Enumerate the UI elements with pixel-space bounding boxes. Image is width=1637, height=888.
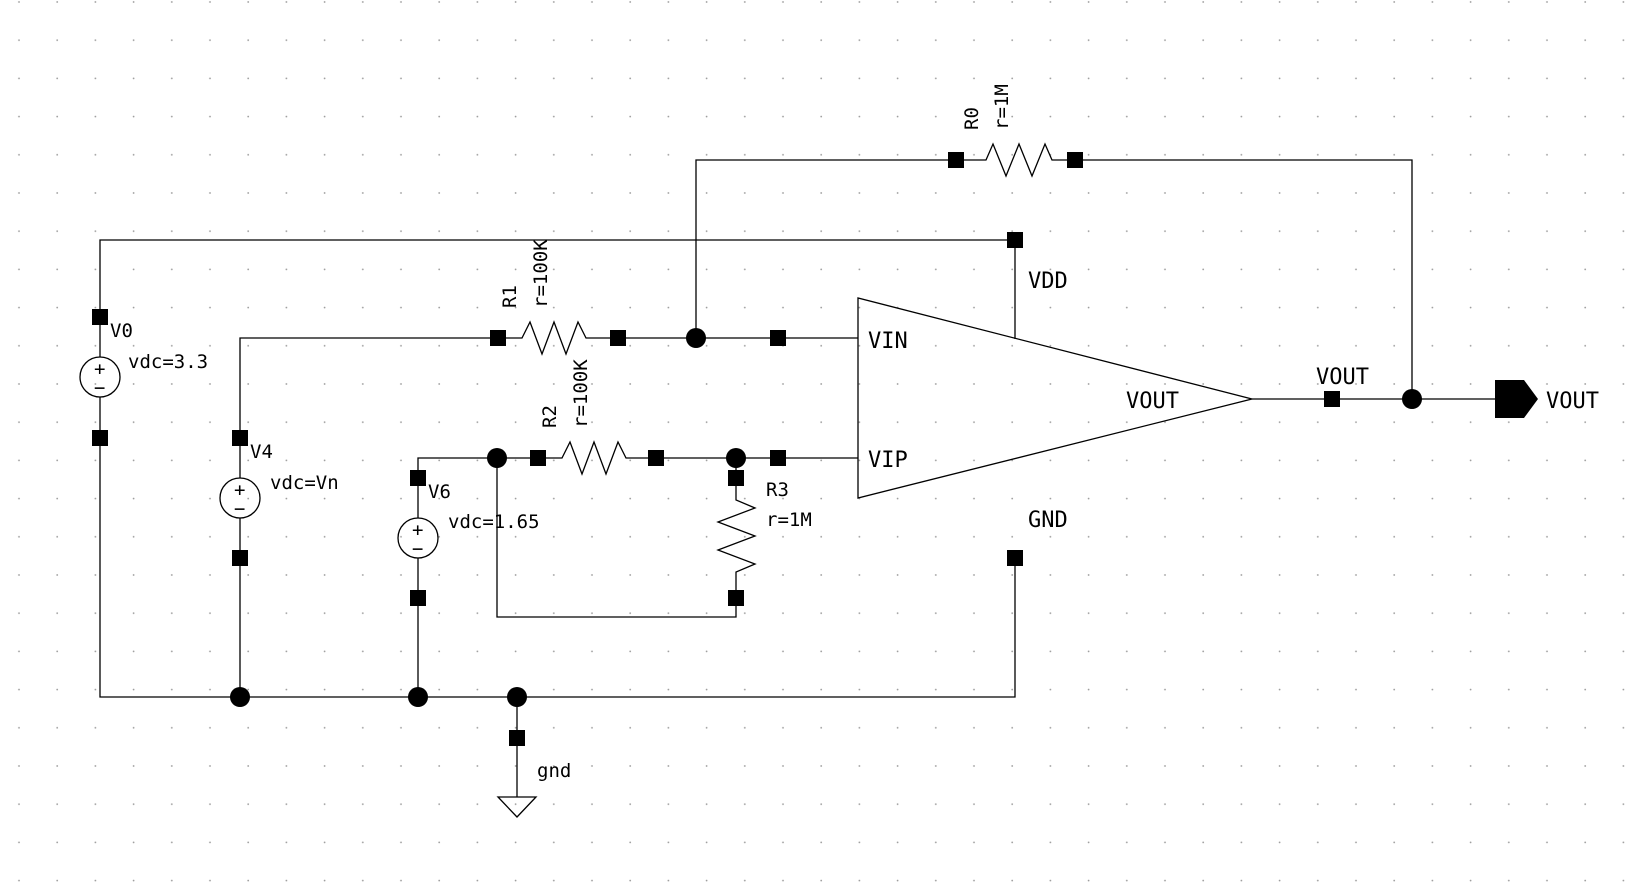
pin-v0-top bbox=[92, 309, 108, 325]
voltage-source-v6-plus: + bbox=[412, 519, 423, 541]
pin-vip bbox=[770, 450, 786, 466]
pin-v6-bottom bbox=[410, 590, 426, 606]
voltage-source-v0-minus: − bbox=[94, 377, 105, 399]
junction-dots bbox=[230, 328, 1422, 707]
opamp-symbol: VIN VIP VOUT VDD GND bbox=[857, 269, 1253, 533]
pin-gnd-symbol bbox=[509, 730, 525, 746]
resistor-r0-value: r=1M bbox=[991, 84, 1013, 130]
wire-vdd-rail bbox=[99, 239, 1016, 339]
pin-vdd bbox=[1007, 232, 1023, 248]
junction-r2-r3 bbox=[726, 448, 746, 468]
junction-v6-r2 bbox=[487, 448, 507, 468]
pin-v0-bottom bbox=[92, 430, 108, 446]
pin-r1-left bbox=[490, 330, 506, 346]
ground-symbol-triangle bbox=[496, 796, 538, 818]
junction-gnd-v6 bbox=[408, 687, 428, 707]
opamp-vout-label: VOUT bbox=[1126, 389, 1179, 414]
pin-r0-left bbox=[948, 152, 964, 168]
pin-r3-bottom bbox=[728, 590, 744, 606]
opamp-vdd-label: VDD bbox=[1028, 269, 1068, 294]
wire-v4-to-r1 bbox=[239, 337, 498, 438]
opamp-triangle bbox=[857, 297, 1253, 499]
junction-vin-feedback bbox=[686, 328, 706, 348]
pin-r2-left bbox=[530, 450, 546, 466]
voltage-source-v4-minus: − bbox=[234, 498, 245, 520]
junction-gnd-v4 bbox=[230, 687, 250, 707]
resistor-r2-name: R2 bbox=[539, 405, 561, 428]
pin-vout bbox=[1324, 391, 1340, 407]
ground-net-label: gnd bbox=[537, 760, 571, 782]
output-pin-label: VOUT bbox=[1546, 389, 1599, 414]
pin-r1-right bbox=[610, 330, 626, 346]
opamp-vin-label: VIN bbox=[868, 329, 908, 354]
voltage-source-v6-name: V6 bbox=[428, 481, 451, 503]
wire-gnd-rail bbox=[99, 438, 1016, 698]
ground-symbol[interactable]: gnd bbox=[496, 760, 571, 818]
resistor-r3-name: R3 bbox=[766, 479, 789, 501]
resistor-r1[interactable]: R1 r=100K bbox=[498, 239, 618, 356]
vout-net-label: VOUT bbox=[1316, 365, 1369, 390]
pin-r0-right bbox=[1067, 152, 1083, 168]
wire-feedback-left bbox=[695, 159, 956, 338]
opamp-vip-label: VIP bbox=[868, 448, 908, 473]
pin-v4-top bbox=[232, 430, 248, 446]
resistor-r1-zigzag bbox=[498, 320, 618, 356]
output-pin-arrow bbox=[1495, 380, 1538, 418]
voltage-source-v6-minus: − bbox=[412, 538, 423, 560]
voltage-source-v4-plus: + bbox=[234, 479, 245, 501]
voltage-source-v0-plus: + bbox=[94, 358, 105, 380]
resistor-r3[interactable]: R3 r=1M bbox=[716, 478, 812, 598]
resistor-r1-value: r=100K bbox=[530, 239, 552, 308]
wire-r3-loop bbox=[496, 458, 737, 618]
voltage-source-v0-value: vdc=3.3 bbox=[128, 351, 208, 373]
output-pin-vout[interactable]: VOUT bbox=[1495, 380, 1599, 418]
pin-r2-right bbox=[648, 450, 664, 466]
pin-v4-bottom bbox=[232, 550, 248, 566]
voltage-source-v4-value: vdc=Vn bbox=[270, 472, 339, 494]
resistor-r0[interactable]: R0 r=1M bbox=[956, 84, 1075, 178]
wire-feedback-right bbox=[1075, 159, 1413, 399]
voltage-source-v4[interactable]: + − V4 vdc=Vn bbox=[219, 438, 339, 558]
pin-r3-top bbox=[728, 470, 744, 486]
resistor-r2[interactable]: R2 r=100K bbox=[538, 359, 656, 476]
pin-gnd bbox=[1007, 550, 1023, 566]
resistor-r2-zigzag bbox=[538, 440, 656, 476]
resistor-r1-name: R1 bbox=[499, 285, 521, 308]
voltage-source-v6-value: vdc=1.65 bbox=[448, 511, 540, 533]
voltage-source-v4-name: V4 bbox=[250, 441, 273, 463]
pin-vin bbox=[770, 330, 786, 346]
pin-v6-top bbox=[410, 470, 426, 486]
resistor-r0-zigzag bbox=[956, 142, 1075, 178]
resistor-r0-name: R0 bbox=[961, 107, 983, 130]
junction-output-feedback bbox=[1402, 389, 1422, 409]
pin-squares bbox=[92, 152, 1340, 746]
junction-gnd-symbol bbox=[507, 687, 527, 707]
resistor-r2-value: r=100K bbox=[570, 359, 592, 428]
resistor-r3-zigzag bbox=[716, 478, 757, 598]
resistor-r3-value: r=1M bbox=[766, 509, 812, 531]
voltage-source-v0-name: V0 bbox=[110, 320, 133, 342]
opamp-gnd-label: GND bbox=[1028, 508, 1068, 533]
